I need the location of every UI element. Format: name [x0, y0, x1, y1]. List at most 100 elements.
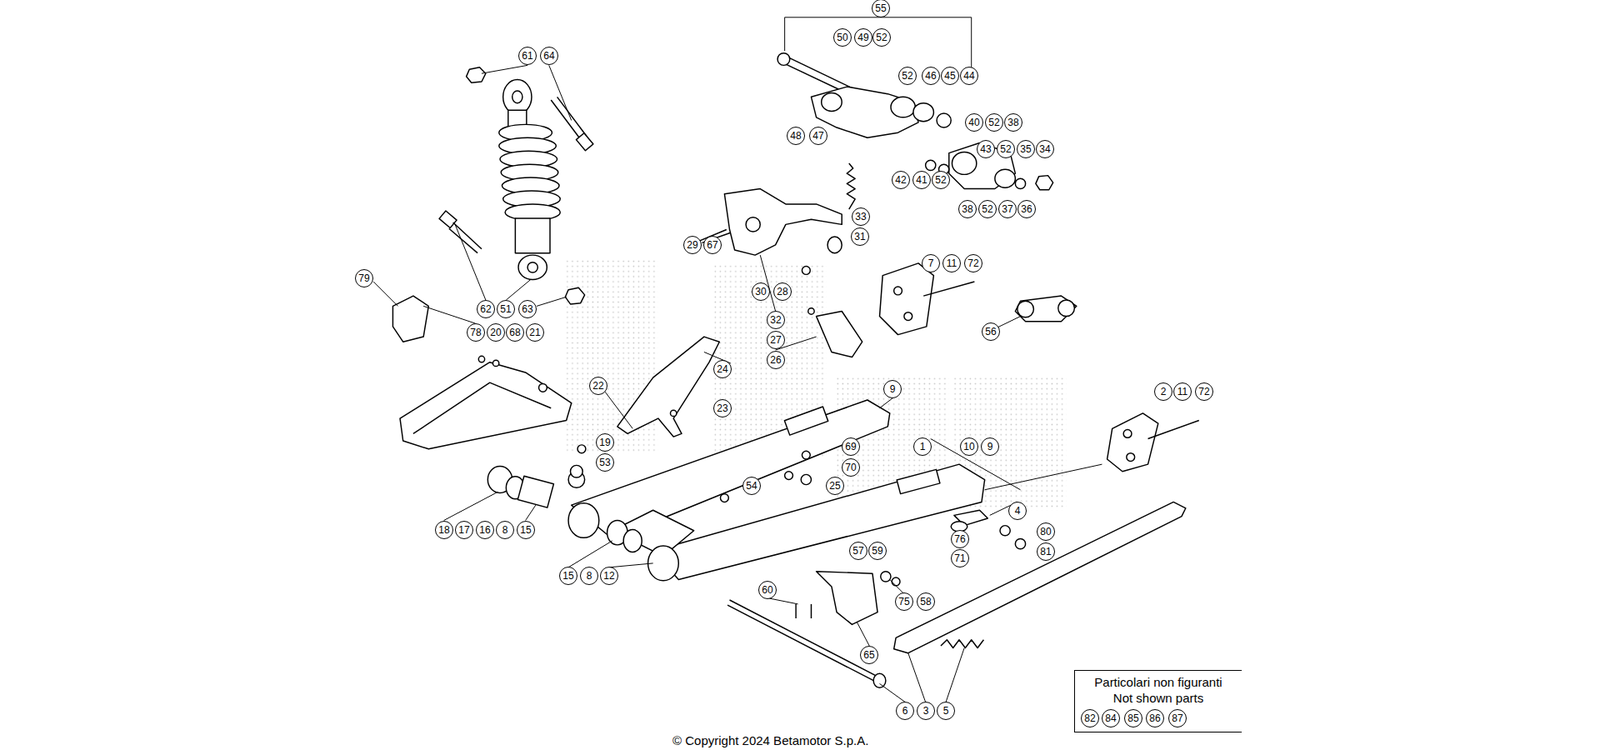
callout-text: 87 — [1171, 712, 1183, 725]
callout-number: 76 — [950, 530, 970, 549]
callout-text: 20 — [490, 326, 501, 339]
callout-number: 7 — [921, 254, 940, 273]
callout-text: 52 — [981, 203, 993, 215]
callout-text: 4 — [1015, 505, 1021, 517]
bracket-57 — [795, 571, 900, 625]
callout-text: 33 — [855, 210, 866, 223]
linkage — [777, 53, 1054, 190]
callout-text: 27 — [770, 334, 781, 346]
callout-number: 1 — [913, 437, 932, 456]
callout-text: 11 — [946, 257, 957, 270]
callout-text: 6 — [902, 705, 909, 717]
pivot-bearings — [487, 466, 642, 553]
callout-number: 69 — [841, 437, 860, 456]
callout-text: 8 — [586, 570, 593, 582]
callout-text: 79 — [358, 272, 370, 285]
callout-number: 26 — [766, 350, 785, 370]
callout-number: 82 — [1080, 709, 1100, 728]
callout-number: 60 — [758, 580, 777, 600]
callout-number: 45 — [940, 66, 960, 85]
callout-number: 2 — [1154, 382, 1173, 401]
callout-text: 16 — [479, 524, 490, 536]
callout-number: 59 — [868, 541, 887, 560]
callout-number: 64 — [540, 46, 559, 65]
callout-number: 50 — [833, 28, 852, 47]
callout-text: 38 — [1007, 116, 1019, 129]
callout-number: 21 — [525, 323, 545, 342]
callout-text: 52 — [988, 116, 1000, 129]
watermark — [566, 260, 1067, 510]
callout-number: 24 — [713, 360, 732, 379]
callout-number: 52 — [985, 113, 1004, 132]
callout-number: 8 — [580, 566, 599, 585]
callout-text: 9 — [890, 383, 896, 395]
callout-number: 46 — [921, 66, 940, 85]
callout-number: 43 — [976, 140, 995, 159]
callout-number: 17 — [455, 520, 474, 540]
callout-text: 21 — [529, 326, 540, 339]
callout-text: 67 — [706, 239, 718, 251]
hardware — [439, 67, 594, 305]
brake-pedal — [690, 163, 855, 255]
callout-text: 29 — [686, 239, 698, 251]
callout-text: 53 — [599, 456, 610, 469]
dogbone — [1015, 295, 1076, 322]
callout-number: 65 — [860, 645, 879, 665]
callout-number: 38 — [958, 200, 977, 219]
callout-number: 22 — [589, 376, 608, 395]
callout-number: 23 — [713, 399, 732, 418]
callout-number: 75 — [895, 592, 914, 611]
callout-text: 76 — [954, 533, 965, 545]
callout-number: 32 — [766, 310, 785, 330]
callout-number: 36 — [1017, 200, 1036, 219]
small-parts — [478, 266, 1025, 550]
callout-number: 11 — [942, 254, 961, 273]
callout-text: 12 — [603, 570, 615, 582]
callout-number: 57 — [849, 541, 868, 560]
callout-text: 23 — [716, 402, 728, 415]
callout-number: 34 — [1035, 140, 1055, 159]
callout-text: 32 — [770, 314, 781, 326]
callout-text: 31 — [854, 230, 865, 243]
callout-text: 51 — [500, 303, 511, 315]
callout-number: 84 — [1101, 709, 1120, 728]
callout-text: 45 — [944, 70, 955, 82]
callout-number: 56 — [981, 322, 1000, 341]
callout-number: 6 — [895, 701, 915, 720]
callout-number: 4 — [1008, 501, 1027, 520]
callout-text: 82 — [1084, 712, 1095, 725]
callout-text: 8 — [502, 524, 509, 536]
callout-text: 49 — [857, 31, 869, 44]
callout-number: 9 — [883, 380, 902, 399]
callout-number: 58 — [916, 592, 935, 611]
callout-text: 5 — [943, 705, 950, 717]
callout-text: 65 — [863, 649, 875, 661]
callout-text: 40 — [968, 116, 980, 129]
leader-lines — [373, 12, 1102, 703]
callout-text: 48 — [790, 130, 801, 142]
callout-number: 52 — [978, 200, 997, 219]
callout-text: 41 — [915, 174, 927, 186]
callout-number: 10 — [960, 437, 979, 456]
callout-number: 27 — [766, 330, 785, 350]
callout-number: 81 — [1036, 542, 1055, 561]
callout-number: 15 — [559, 566, 578, 585]
callout-number: 48 — [786, 126, 805, 145]
callout-text: 81 — [1040, 545, 1051, 558]
callout-number: 54 — [742, 476, 761, 495]
callout-text: 43 — [980, 143, 991, 155]
callout-text: 30 — [755, 285, 766, 298]
callout-number: 49 — [854, 28, 873, 47]
callout-text: 18 — [438, 524, 450, 536]
callout-number: 61 — [518, 46, 537, 65]
callout-number: 67 — [703, 235, 722, 255]
callout-number: 72 — [1195, 382, 1214, 401]
callout-number: 72 — [964, 254, 983, 273]
callout-number: 78 — [466, 323, 485, 342]
callout-number: 38 — [1004, 113, 1023, 132]
callout-text: 47 — [812, 130, 824, 142]
callout-number: 20 — [486, 323, 505, 342]
callout-number: 37 — [998, 200, 1017, 219]
callout-text: 69 — [845, 440, 856, 453]
